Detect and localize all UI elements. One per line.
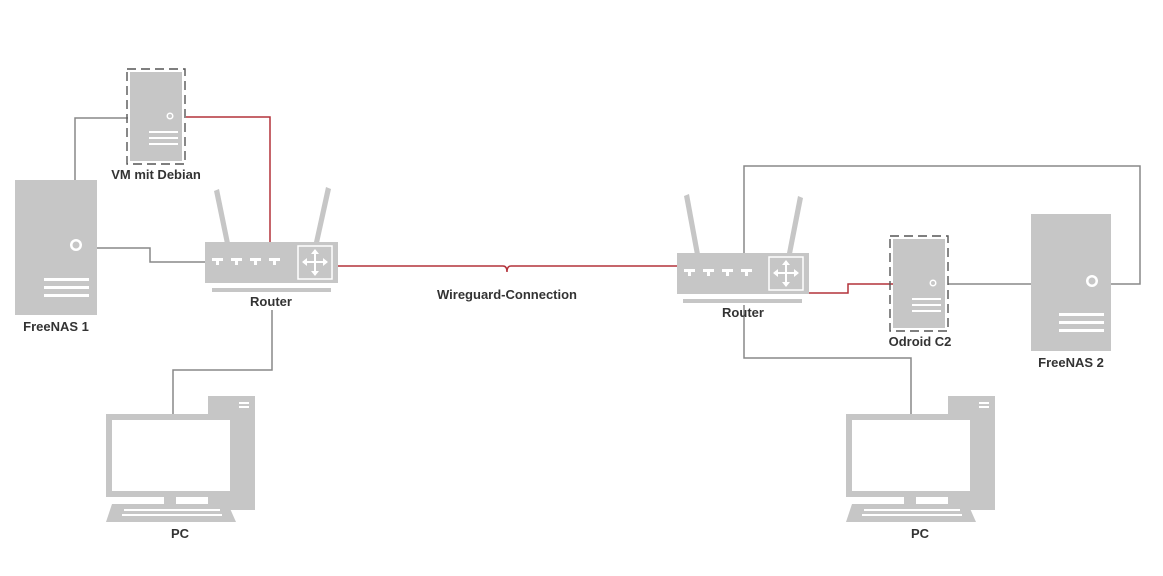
router2-label: Router [722,305,764,320]
link-freenas1-router1 [97,247,207,263]
router1-antenna-left [214,189,230,244]
router1-node: Router [205,187,338,309]
vm-dashed-border [126,68,186,165]
router2-antenna-right [787,196,803,254]
router2-antenna-left [684,194,700,255]
vm-server-icon [130,72,182,161]
router2-base [683,299,802,303]
router1-base [212,288,331,292]
pc2-label: PC [911,526,930,541]
link-router1-pc1 [172,310,273,420]
link-vm-router1 [186,116,271,256]
router1-antenna-right [314,187,331,243]
link-router2-pc2 [743,305,912,415]
pc2-keyboard [846,504,976,522]
freenas1-server-icon [15,180,97,315]
odroid-node: Odroid C2 [889,235,952,349]
pc1-label: PC [171,526,190,541]
freenas2-node: FreeNAS 2 [1031,214,1111,370]
wireguard-connection-label: Wireguard-Connection [437,287,577,302]
pc2-node: PC [846,396,995,541]
freenas2-label: FreeNAS 2 [1038,355,1104,370]
router1-label: Router [250,294,292,309]
connections [74,116,1141,420]
link-router2-freenas2-loop [743,165,1141,285]
odroid-label: Odroid C2 [889,334,952,349]
pc1-keyboard [106,504,236,522]
vm-debian-node: VM mit Debian [111,68,201,182]
freenas1-label: FreeNAS 1 [23,319,89,334]
wireguard-link [338,265,680,273]
odroid-dashed-border [889,235,949,332]
link-router2-odroid [808,283,893,294]
router2-node: Router [677,194,809,320]
pc1-node: PC [106,396,255,541]
freenas1-node: FreeNAS 1 [15,180,97,334]
vm-label: VM mit Debian [111,167,201,182]
odroid-server-icon [893,239,945,328]
link-freenas1-vm [74,117,128,180]
